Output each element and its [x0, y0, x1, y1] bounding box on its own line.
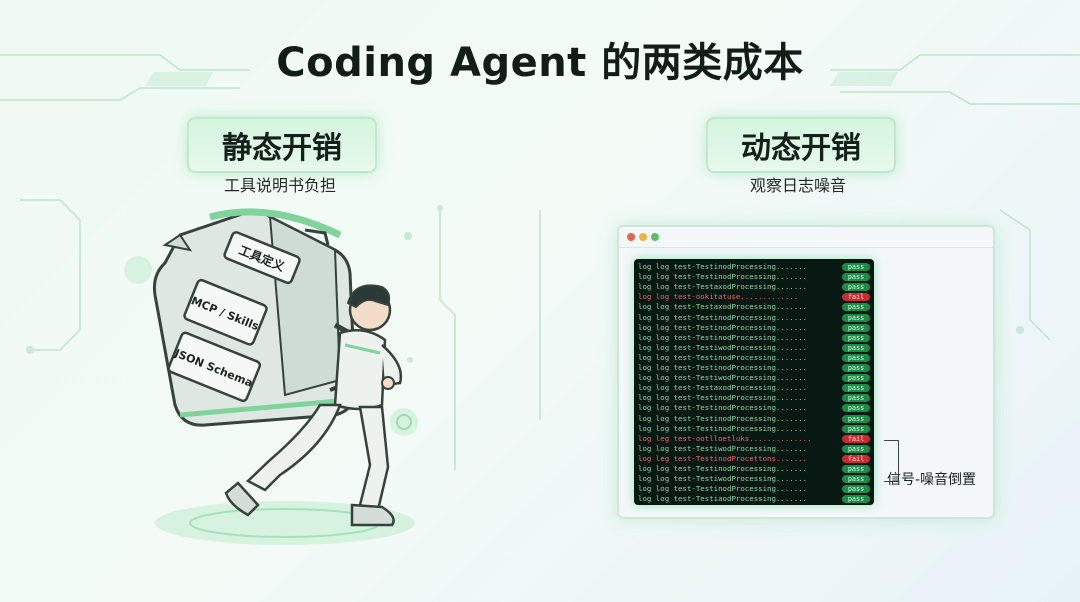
log-row: log log test-TestinodProcessing....... pa… [638, 333, 870, 343]
fail-badge: fail [842, 434, 870, 443]
log-line-text: log log test-TestinodProcessing....... [638, 322, 808, 332]
log-row: log log test-TestiwodProcessing....... pa… [638, 444, 870, 454]
log-line-text: log log test-TestaxodProcessing....... [638, 282, 808, 292]
callout-bracket [884, 440, 899, 482]
log-line-text: log log test-TestinodProcessing....... [638, 413, 808, 423]
pass-badge: pass [842, 384, 870, 393]
log-line-text: log log test-TestiwodProcessing....... [638, 342, 808, 352]
window-close-icon [627, 233, 635, 241]
static-cost-subtitle: 工具说明书负担 [223, 176, 336, 195]
log-row: log log test-TestinodProcessing....... pa… [638, 464, 870, 474]
pass-badge: pass [842, 364, 870, 372]
pass-badge: pass [842, 444, 870, 453]
log-line-text: log log test-TestaxodProcessing....... [638, 383, 808, 393]
log-row: log log test-ookitatuse............. fail [638, 292, 870, 302]
log-row: log log test-TestinodProcessing....... pa… [638, 272, 870, 282]
pass-badge: pass [842, 465, 870, 473]
log-row: log log test-TestiwodProcessing....... pa… [638, 343, 870, 353]
log-row: log log test-TestinodProcessing....... pa… [638, 353, 870, 363]
log-window: log log test-TestinodProcessing....... pa… [617, 225, 995, 519]
static-cost-heading: 静态开销 [187, 117, 377, 173]
log-row: log log test-TestiwodProcessing....... pa… [638, 373, 870, 383]
pass-badge: pass [842, 414, 870, 423]
pass-badge: pass [842, 343, 870, 352]
log-row: log log test-TestaxodProcessing....... pa… [638, 383, 870, 393]
pass-badge: pass [842, 313, 870, 322]
page-title: Coding Agent 的两类成本 [276, 40, 804, 86]
log-row: log log test-TestaxodProcessing....... pa… [638, 282, 870, 292]
log-line-text: log log test-ookitatuse............. [638, 292, 799, 302]
pass-badge: pass [842, 495, 870, 504]
log-row: log log test-TestiaodProcessing....... pa… [638, 494, 870, 504]
log-row: log log test-TestinodProcessing....... pa… [638, 262, 870, 272]
log-line-text: log log test-TestaxodProcessing....... [638, 302, 808, 312]
log-line-text: log leg test-ootlloetluks.............. [638, 433, 812, 443]
person-icon [224, 284, 403, 527]
dynamic-cost-subtitle: 观察日志噪音 [749, 176, 846, 195]
log-line-text: log log test-TestinodProcessing....... [638, 423, 808, 433]
log-row: log log test-TestaxodProcessing....... pa… [638, 302, 870, 312]
log-line-text: log log test-TestinodProcessing....... [638, 272, 808, 282]
log-line-text: log log test-TestinodProcessing....... [638, 403, 808, 413]
dynamic-cost-heading: 动态开销 [706, 117, 896, 173]
log-row: log log test-TestinodProcessing....... pa… [638, 414, 870, 424]
pass-badge: pass [842, 394, 870, 403]
pass-badge: pass [842, 475, 870, 484]
pass-badge: pass [842, 263, 870, 271]
log-row: log log test-TestiwodProcessing....... pa… [638, 474, 870, 484]
window-maximize-icon [651, 233, 659, 241]
log-row: log leg test-TestinodProcettons....... fa… [638, 454, 870, 464]
log-row: log log test-TestinodProcessing....... pa… [638, 484, 870, 494]
log-row: log log test-TestinodProcessing....... pa… [638, 313, 870, 323]
fail-badge: fail [842, 293, 870, 302]
log-terminal: log log test-TestinodProcessing....... pa… [634, 259, 874, 505]
log-line-text: log log test-TestinodProcessing....... [638, 262, 808, 271]
log-line-text: log log test-TestinodProcessing....... [638, 352, 808, 362]
pass-badge: pass [842, 303, 870, 312]
log-line-text: log log test-TestinodProcessing....... [638, 464, 808, 473]
log-line-text: log log test-TestiaodProcessing....... [638, 494, 808, 504]
log-row: log log test-TestinodProcessing....... pa… [638, 393, 870, 403]
log-row: log log test-TestinodProcessing....... pa… [638, 363, 870, 373]
window-minimize-icon [639, 233, 647, 241]
fail-badge: fail [842, 454, 870, 463]
signal-noise-callout: 信号-噪音倒置 [887, 472, 977, 488]
log-row: log log test-TestinodProcessing....... pa… [638, 424, 870, 434]
log-line-text: log log test-TestiwodProcessing....... [638, 373, 808, 383]
pass-badge: pass [842, 323, 870, 332]
log-line-text: log log test-TestiwodProcessing....... [638, 474, 808, 484]
backpack-character-illustration: 工具定义 MCP / Skills JSON Schema [153, 208, 415, 545]
pass-badge: pass [842, 374, 870, 383]
pass-badge: pass [842, 273, 870, 282]
pass-badge: pass [842, 283, 870, 292]
pass-badge: pass [842, 353, 870, 362]
log-line-text: log log test-TestinodProcessing....... [638, 312, 808, 322]
log-row: log log test-TestinodProcessing....... pa… [638, 403, 870, 413]
pass-badge: pass [842, 333, 870, 342]
pass-badge: pass [842, 485, 870, 494]
log-line-text: log log test-TestinodProcessing....... [638, 484, 808, 494]
pass-badge: pass [842, 404, 870, 413]
log-row: log leg test-ootlloetluks.............. f… [638, 434, 870, 444]
pass-badge: pass [842, 424, 870, 433]
log-line-text: log leg test-TestinodProcettons....... [638, 453, 808, 463]
log-line-text: log log test-TestinodProcessing....... [638, 363, 808, 372]
log-line-text: log log test-TestinodProcessing....... [638, 332, 808, 342]
log-line-text: log log test-TestinodProcessing....... [638, 393, 808, 403]
window-titlebar [619, 227, 993, 248]
log-line-text: log log test-TestiwodProcessing....... [638, 443, 808, 453]
log-row: log log test-TestinodProcessing....... pa… [638, 323, 870, 333]
